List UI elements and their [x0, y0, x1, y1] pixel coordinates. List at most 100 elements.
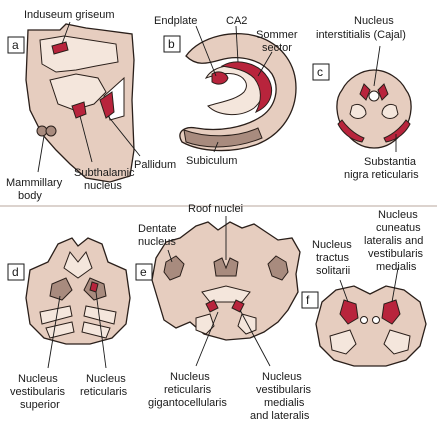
- panel-e-fourth-ventricle: [201, 285, 251, 303]
- panel-e-roof-nuclei: [213, 257, 239, 277]
- panel-f-cuneatus-lesion: [381, 299, 401, 325]
- panel-a-mammillary-body-right: [45, 125, 57, 137]
- panel-f-letter-box: [301, 291, 319, 309]
- panel-b-letter: b: [168, 37, 175, 51]
- panel-e-leader-dentate: [167, 249, 173, 263]
- label-sommer-line1: Sommer: [256, 29, 298, 41]
- label-vest-sup-line1: Nucleus: [18, 373, 58, 385]
- panel-d-letter: d: [12, 265, 19, 279]
- panel-a-letter: a: [12, 38, 19, 52]
- label-tractus-line1: Nucleus: [312, 239, 352, 251]
- panel-d-leader-reticularis: [95, 291, 107, 369]
- label-roof-nuclei: Roof nuclei: [188, 203, 243, 215]
- panel-c-letter: c: [317, 65, 323, 79]
- label-tractus-line2: tractus: [316, 252, 350, 264]
- panel-e-medulla-cerebellum: [151, 221, 301, 341]
- panel-f-leader-tractus: [339, 279, 349, 303]
- panel-c-red-nucleus-right: [381, 103, 399, 119]
- label-cuneatus-line2: cuneatus: [376, 222, 421, 234]
- panel-d-letter-box: [7, 263, 25, 281]
- panel-f-olive-right: [383, 329, 411, 355]
- panel-d-pontine-fibres-right: [81, 305, 117, 339]
- panel-b-hippocampus: [179, 33, 297, 152]
- panel-f-olive-left: [329, 329, 357, 355]
- panel-a-leader-subthalamic: [79, 115, 93, 163]
- label-mammillary-line2: body: [18, 190, 42, 202]
- panel-b-endplate-lesion: [211, 71, 229, 85]
- panel-b-subiculum-band: [183, 127, 263, 148]
- panel-c-interstitialis-left: [359, 83, 371, 101]
- panel-f-letter: f: [306, 293, 310, 307]
- panel-a-pallidum-lesion: [99, 91, 115, 119]
- label-reticularis-line2: reticularis: [80, 386, 128, 398]
- panel-a: a Induseum griseum Mammillary body Subth…: [6, 9, 176, 202]
- panel-d: d Nucleus vestibularis superior Nucleus …: [7, 237, 131, 411]
- panel-c-midbrain: [336, 69, 412, 149]
- panel-c-interstitialis-right: [377, 83, 389, 101]
- panel-c: c Nucleus interstitialis (Cajal) Substan…: [312, 15, 419, 181]
- panel-f-central-canal-right: [372, 316, 380, 324]
- label-reticularis-line1: Nucleus: [86, 373, 126, 385]
- panel-a-induseum-lesion: [51, 41, 69, 55]
- label-subiculum: Subiculum: [186, 155, 237, 167]
- label-subthalamic-line1: Subthalamic: [74, 167, 135, 179]
- label-sommer-line2: sector: [262, 42, 292, 54]
- panel-c-leader-interstitialis: [373, 45, 381, 87]
- panel-e-dentate-left: [163, 255, 185, 281]
- panel-e: e Roof nuclei Dentate nucleus Nucleus re…: [135, 203, 312, 422]
- panel-f-leader-cuneatus: [391, 267, 399, 303]
- label-tractus-line3: solitarii: [316, 265, 350, 277]
- label-mammillary-line1: Mammillary: [6, 177, 63, 189]
- label-pallidum: Pallidum: [134, 159, 176, 171]
- label-vest-ml-line3: medialis: [264, 397, 305, 409]
- panel-d-pontine-fibres-left: [39, 305, 75, 339]
- panel-d-pons: [25, 237, 131, 345]
- label-interstitialis-line2: interstitialis (Cajal): [316, 29, 406, 41]
- label-induseum-griseum: Induseum griseum: [24, 9, 115, 21]
- panel-f: f Nucleus tractus solitarii Nucleus cune…: [301, 209, 427, 367]
- panel-a-leader-pallidum: [107, 115, 141, 157]
- label-endplate: Endplate: [154, 15, 197, 27]
- panel-d-reticularis-lesion: [89, 281, 99, 293]
- label-cuneatus-line4: vestibularis: [368, 248, 424, 260]
- label-cuneatus-line5: medialis: [376, 261, 417, 273]
- label-giganto-line1: Nucleus: [170, 371, 210, 383]
- panel-a-subthalamic-lesion: [71, 101, 87, 119]
- panel-b-leader-endplate: [195, 25, 217, 77]
- label-dentate-line1: Dentate: [138, 223, 177, 235]
- panel-e-vestibularis-right: [231, 299, 245, 313]
- panel-b: b Endplate CA2 Sommer sector Subiculum: [154, 15, 298, 167]
- label-interstitialis-line1: Nucleus: [354, 15, 394, 27]
- panel-c-nigra-left: [337, 119, 365, 143]
- label-giganto-line3: gigantocellularis: [148, 397, 227, 409]
- label-nigra-line2: nigra reticularis: [344, 169, 419, 181]
- label-ca2: CA2: [226, 15, 247, 27]
- panel-e-letter: e: [140, 265, 147, 279]
- panel-a-leader-induseum: [61, 21, 71, 45]
- label-giganto-line2: reticularis: [164, 384, 212, 396]
- panel-d-leader-vest-sup: [47, 295, 61, 369]
- label-cuneatus-line3: lateralis and: [364, 235, 423, 247]
- panel-c-nigra-right: [383, 119, 411, 143]
- panel-e-dentate-right: [267, 255, 289, 281]
- label-subthalamic-line2: nucleus: [84, 180, 122, 192]
- label-vest-ml-line1: Nucleus: [262, 371, 302, 383]
- panel-e-leader-vest-ml: [239, 309, 271, 367]
- panel-f-tractus-lesion: [339, 299, 359, 325]
- panel-c-aqueduct: [368, 90, 380, 102]
- panel-b-leader-ca2: [235, 25, 239, 63]
- label-cuneatus-line1: Nucleus: [378, 209, 418, 221]
- panel-f-medulla: [315, 285, 427, 367]
- panel-e-leader-giganto: [195, 311, 219, 367]
- panel-a-ventricle: [49, 73, 107, 111]
- label-vest-ml-line4: and lateralis: [250, 410, 310, 422]
- panel-e-olive-left: [195, 313, 215, 335]
- label-nigra-line1: Substantia: [364, 156, 417, 168]
- label-vest-sup-line3: superior: [20, 399, 60, 411]
- panel-b-letter-box: [163, 35, 181, 53]
- panel-f-central-canal-left: [360, 316, 368, 324]
- panel-b-leader-subiculum: [213, 141, 219, 153]
- panel-e-letter-box: [135, 263, 153, 281]
- panel-c-red-nucleus-left: [349, 103, 367, 119]
